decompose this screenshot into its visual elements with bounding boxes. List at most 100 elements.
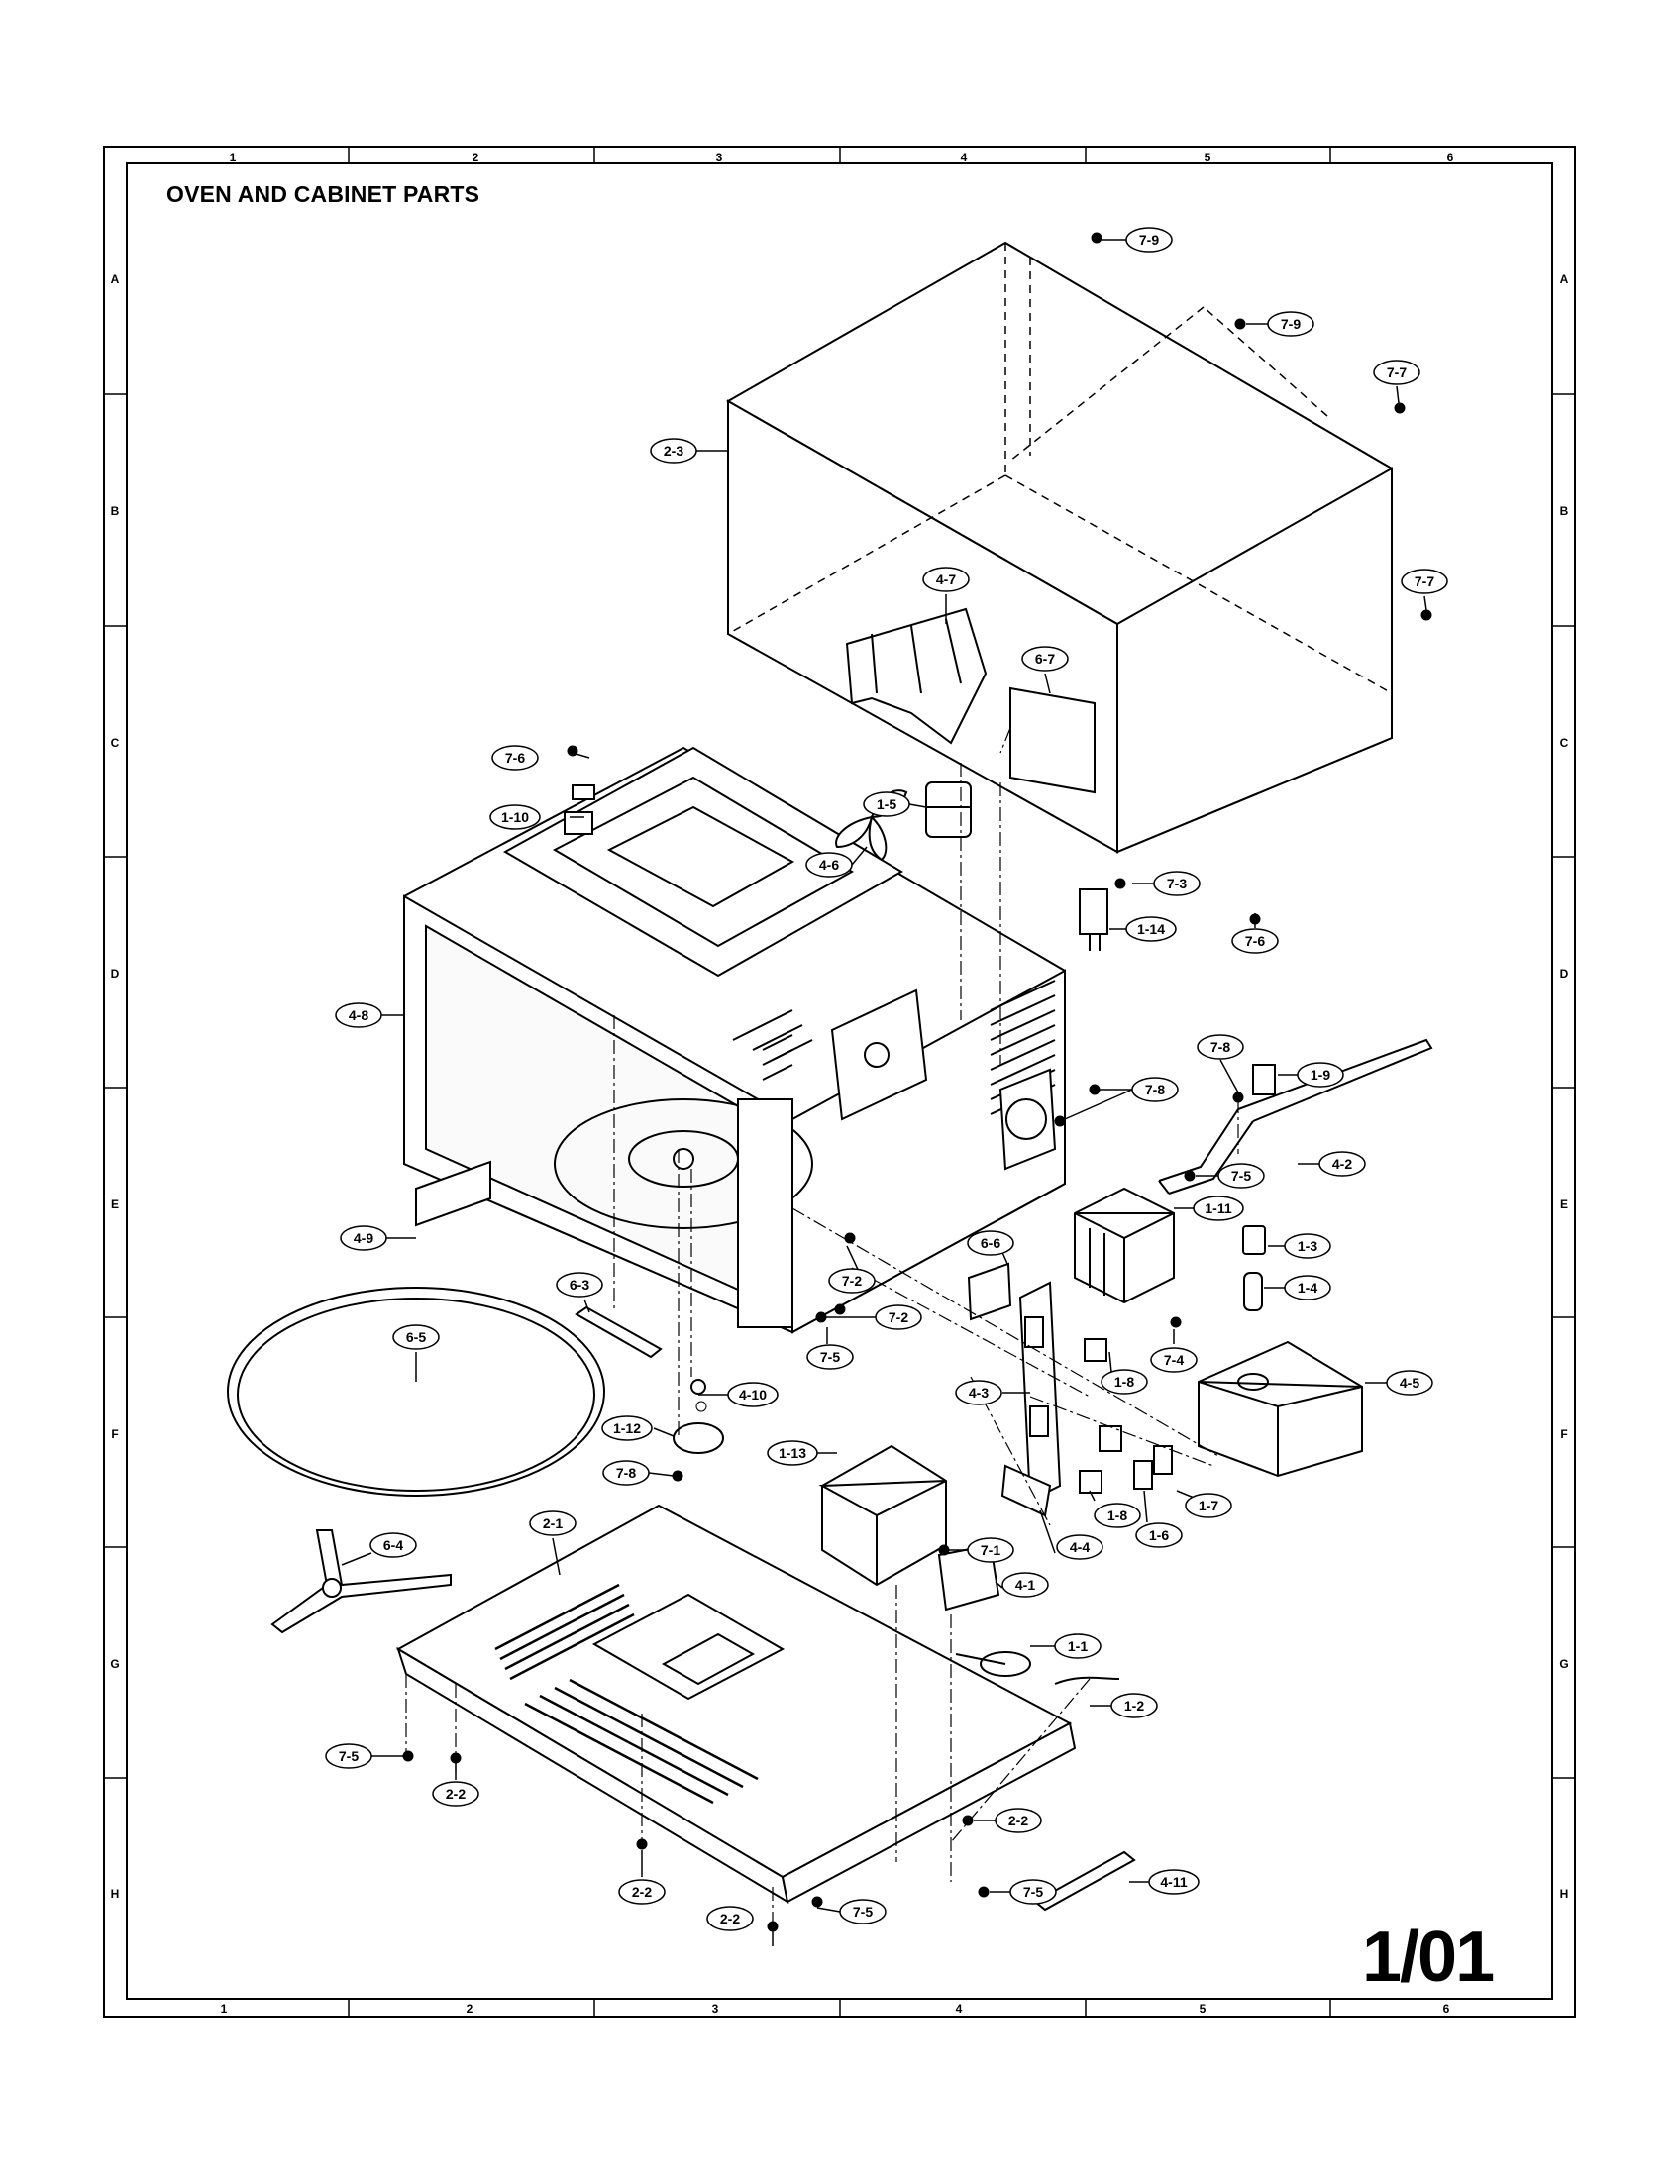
callout-7-5e: 7-5	[1023, 1884, 1043, 1900]
callout-1-3-bubble	[1284, 1233, 1331, 1259]
page-number: 1/01	[1362, 1918, 1495, 1997]
zone-col-top-5: 5	[1205, 151, 1211, 164]
callout-6-3: 6-3	[570, 1277, 589, 1293]
callout-7-2a-bubble	[828, 1268, 876, 1294]
zone-row-left-F: F	[111, 1427, 118, 1441]
zone-col-top-4: 4	[961, 151, 968, 164]
callout-7-8a-bubble	[1197, 1034, 1244, 1060]
callout-1-5-bubble	[863, 791, 910, 817]
callout-6-5-bubble	[392, 1324, 440, 1350]
callout-7-7a-bubble	[1373, 360, 1420, 385]
screws	[402, 232, 1432, 1932]
callout-7-8b: 7-8	[1145, 1082, 1165, 1097]
switch-1-9	[1252, 1064, 1276, 1095]
switch-1-14	[1079, 888, 1108, 951]
callout-2-2b-bubble	[995, 1808, 1042, 1833]
callout-4-7: 4-7	[936, 572, 956, 587]
zone-col-top-2: 2	[472, 151, 479, 164]
zone-row-right-B: B	[1560, 504, 1569, 518]
zone-row-left-C: C	[111, 736, 120, 750]
callout-6-6: 6-6	[981, 1235, 1000, 1251]
callout-1-11: 1-11	[1205, 1200, 1231, 1216]
callout-2-3-bubble	[650, 438, 697, 464]
zone-col-bottom-3: 3	[712, 2002, 719, 2016]
switches-1-6-1-7-1-8	[1079, 1338, 1173, 1494]
callout-7-2b: 7-2	[889, 1309, 908, 1325]
callout-6-4: 6-4	[383, 1537, 403, 1553]
callout-6-3-bubble	[556, 1272, 603, 1298]
magnetron-mount	[830, 988, 1057, 1171]
callout-7-8c-bubble	[602, 1460, 650, 1486]
callout-4-1-bubble	[1001, 1572, 1049, 1598]
callout-4-5: 4-5	[1400, 1375, 1419, 1391]
callout-1-12: 1-12	[613, 1420, 641, 1436]
callout-7-5d-bubble	[839, 1899, 887, 1924]
callout-7-4: 7-4	[1164, 1352, 1184, 1368]
callout-1-10: 1-10	[501, 809, 529, 825]
zone-row-right-E: E	[1560, 1197, 1568, 1211]
callout-1-6: 1-6	[1149, 1527, 1169, 1543]
callout-6-7: 6-7	[1035, 651, 1055, 667]
roller-support-6-4	[270, 1529, 452, 1634]
label-6-6	[967, 1262, 1012, 1321]
callout-7-6a: 7-6	[505, 750, 525, 766]
label-6-7	[1009, 686, 1096, 794]
plate-4-9	[415, 1160, 491, 1227]
callout-6-6-bubble	[967, 1230, 1014, 1256]
callout-4-2-bubble	[1318, 1151, 1366, 1177]
fan-motor-1-5	[925, 781, 972, 838]
callout-1-1: 1-1	[1068, 1638, 1088, 1654]
callout-7-1-bubble	[967, 1537, 1014, 1563]
callout-6-7-bubble	[1021, 646, 1069, 672]
fan-duct-4-5	[1198, 1340, 1363, 1478]
callout-7-5b: 7-5	[820, 1349, 840, 1365]
callout-7-3-bubble	[1153, 871, 1201, 896]
callout-7-6b-bubble	[1231, 928, 1279, 954]
oven-cavity-part	[403, 746, 1066, 1334]
callout-6-5: 6-5	[406, 1329, 426, 1345]
callout-1-1-bubble	[1054, 1633, 1102, 1659]
callout-4-2: 4-2	[1332, 1156, 1352, 1172]
callout-7-5c: 7-5	[339, 1748, 359, 1764]
callout-4-6-bubble	[805, 852, 853, 878]
callout-7-5e-bubble	[1009, 1879, 1057, 1905]
callout-7-9a-bubble	[1125, 227, 1173, 253]
base-plate-2-1	[395, 1504, 1077, 1905]
callout-1-6-bubble	[1135, 1522, 1183, 1548]
callout-7-9a: 7-9	[1139, 232, 1159, 248]
callout-1-11-bubble	[1193, 1196, 1244, 1221]
callout-2-1-bubble	[529, 1510, 577, 1536]
zone-col-bottom-1: 1	[221, 2002, 228, 2016]
fuse-1-4	[1243, 1272, 1263, 1311]
callout-4-10: 4-10	[739, 1387, 767, 1403]
zone-row-right-A: A	[1560, 272, 1569, 286]
callout-6-4-bubble	[369, 1532, 417, 1558]
zone-col-bottom-6: 6	[1443, 2002, 1450, 2016]
callout-1-2-bubble	[1110, 1693, 1158, 1718]
zone-row-right-D: D	[1560, 967, 1569, 981]
cabinet-hidden-edges	[727, 243, 1393, 694]
zone-row-left-B: B	[111, 504, 120, 518]
zone-row-right-G: G	[1559, 1657, 1568, 1671]
callout-7-9b-bubble	[1267, 311, 1314, 337]
callout-7-6a-bubble	[491, 745, 539, 771]
callout-bubbles	[325, 227, 1448, 1931]
callout-1-8b: 1-8	[1107, 1508, 1127, 1523]
callout-1-13-bubble	[767, 1440, 818, 1466]
base-vent-slots	[494, 1583, 759, 1805]
callout-4-8: 4-8	[349, 1007, 368, 1023]
callout-labels: 7-9 7-9 7-7 2-3 7-7 4-7 6-7 7-6 1-10 1-5…	[339, 232, 1434, 1926]
zone-row-left-G: G	[110, 1657, 119, 1671]
callout-2-2c: 2-2	[632, 1884, 652, 1900]
callout-7-9b: 7-9	[1281, 316, 1301, 332]
callout-7-5d: 7-5	[853, 1904, 873, 1920]
callout-7-8c: 7-8	[616, 1465, 636, 1481]
turntable-motor-1-12	[673, 1379, 724, 1454]
zone-col-bottom-5: 5	[1200, 2002, 1207, 2016]
callout-4-3-bubble	[955, 1380, 1002, 1405]
callout-2-2a: 2-2	[446, 1786, 466, 1802]
callout-1-8a: 1-8	[1114, 1374, 1134, 1390]
capacitor-1-13	[818, 1444, 947, 1587]
callout-7-2b-bubble	[875, 1304, 922, 1330]
callout-4-4: 4-4	[1070, 1539, 1090, 1555]
